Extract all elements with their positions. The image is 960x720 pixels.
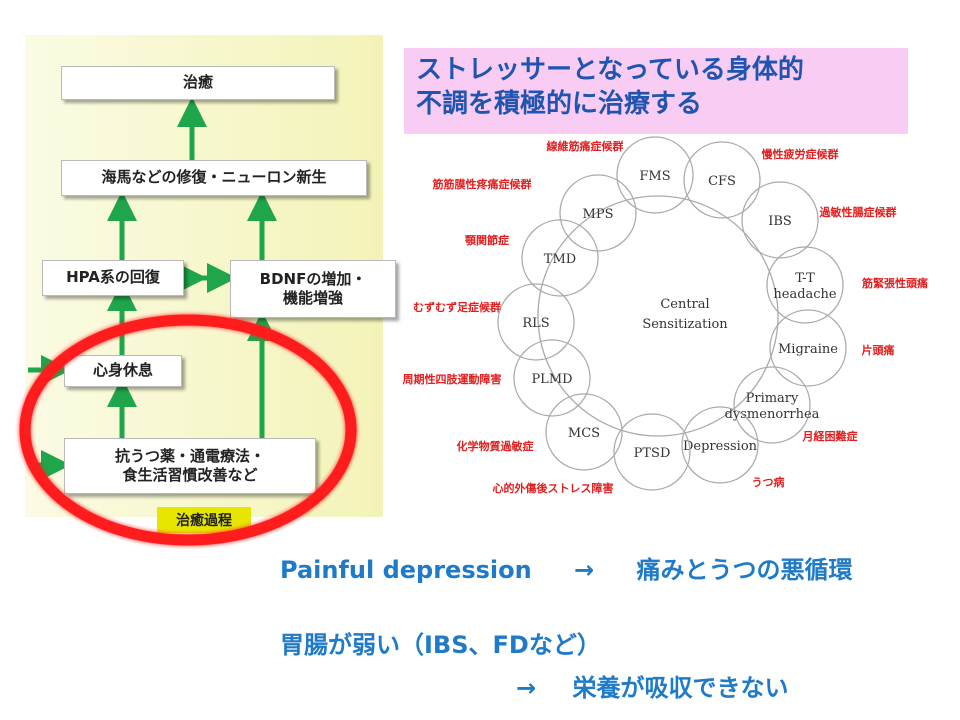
jp-label-1: 慢性疲労症候群	[762, 147, 839, 161]
bdnf-box: BDNFの増加・ 機能増強	[230, 260, 396, 318]
node-label-12: MPS	[583, 207, 614, 222]
node-circle-3	[766, 246, 844, 324]
arrow-symbol-1: →	[574, 556, 595, 584]
jp-label-0: 線維筋痛症候群	[547, 139, 624, 153]
jp-label-4: 片頭痛	[862, 343, 895, 357]
node-label-1: CFS	[708, 174, 736, 189]
node-label-0: FMS	[639, 169, 670, 184]
jp-label-9: 周期性四肢運動障害	[403, 372, 502, 386]
jp-label-12: 筋筋膜性疼痛症候群	[432, 177, 532, 191]
jp-label-5: 月経困難症	[802, 429, 858, 443]
node-label-3-1: headache	[773, 287, 837, 302]
node-label-7: PTSD	[634, 446, 671, 461]
jp-label-2: 過敏性腸症候群	[819, 205, 897, 219]
node-label-8: MCS	[568, 426, 600, 441]
node-label-6: Depression	[683, 439, 758, 454]
rest-box: 心身休息	[64, 355, 182, 387]
treatment-box: 抗うつ薬・通電療法・ 食生活習慣改善など	[64, 438, 316, 494]
jp-label-11: 顎関節症	[465, 233, 509, 247]
node-circle-8	[545, 393, 623, 471]
node-label-5-0: Primary	[746, 391, 799, 406]
nutrition-line: → 栄養が吸収できない	[516, 668, 788, 703]
process-label: 治癒過程	[157, 507, 251, 533]
hpa-box: HPA系の回復	[42, 260, 184, 296]
painful-depression-text: Painful depression	[280, 556, 532, 584]
node-circle-10	[497, 283, 575, 361]
healing-box: 治癒	[61, 66, 335, 100]
arrow-symbol-2: →	[516, 674, 537, 702]
node-label-9: PLMD	[531, 372, 572, 387]
jp-label-6: うつ病	[752, 475, 785, 489]
node-label-3-0: T-T	[795, 271, 815, 286]
center-label-2: Sensitization	[642, 317, 728, 332]
vicious-cycle-text: 痛みとうつの悪循環	[636, 556, 853, 584]
jp-label-3: 筋緊張性頭痛	[861, 276, 928, 290]
node-label-5-1: dysmenorrhea	[725, 407, 820, 422]
node-circle-0	[616, 136, 694, 214]
jp-label-10: むずむず足症候群	[413, 300, 501, 314]
node-circle-4	[769, 309, 847, 387]
node-circle-7	[613, 413, 691, 491]
weak-stomach-line: 胃腸が弱い（IBS、FDなど）	[280, 631, 601, 659]
node-circle-12	[559, 174, 637, 252]
node-label-2: IBS	[768, 214, 792, 229]
node-circle-6	[681, 406, 759, 484]
title-box: ストレッサーとなっている身体的 不調を積極的に治療する	[404, 48, 908, 134]
jp-label-7: 心的外傷後ストレス障害	[493, 481, 614, 495]
center-label-1: Central	[660, 297, 709, 312]
node-circle-1	[683, 141, 761, 219]
nutrition-text: 栄養が吸収できない	[572, 674, 789, 702]
repair-box: 海馬などの修復・ニューロン新生	[61, 160, 367, 196]
jp-label-8: 化学物質過敏症	[457, 439, 534, 453]
painful-depression-line: Painful depression → 痛みとうつの悪循環	[280, 550, 853, 585]
node-label-4: Migraine	[778, 342, 838, 357]
node-label-11: TMD	[544, 252, 576, 267]
node-circle-2	[741, 181, 819, 259]
node-label-10: RLS	[522, 316, 549, 331]
node-circle-9	[513, 339, 591, 417]
node-circle-5	[733, 366, 811, 444]
